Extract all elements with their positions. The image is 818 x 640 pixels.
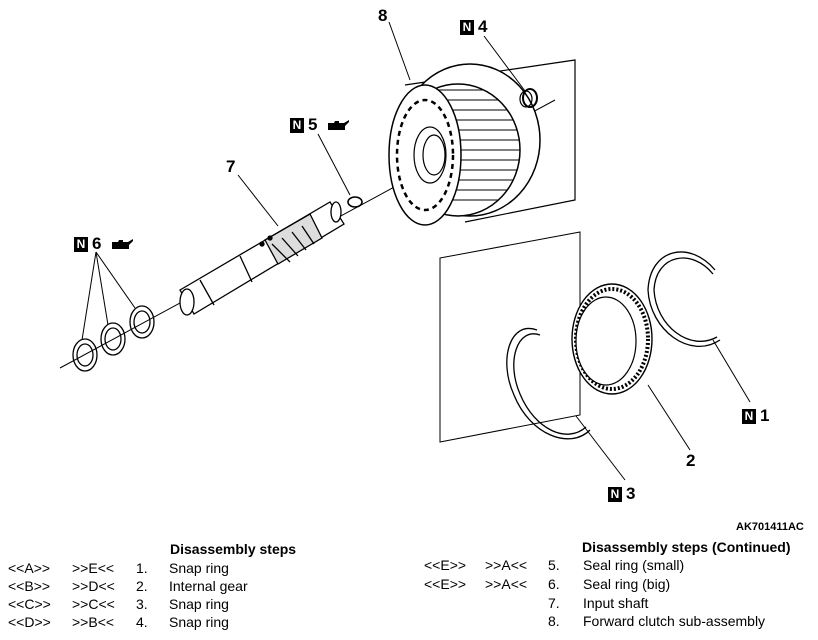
right-steps-title: Disassembly steps (Continued): [582, 539, 791, 555]
callout-7: 7: [226, 157, 236, 176]
internal-gear: [571, 283, 653, 395]
leader-lines: [81, 21, 751, 481]
n-mark-icon: N: [74, 237, 88, 252]
forward-clutch-sub-assembly: [388, 63, 541, 226]
left-steps-title: Disassembly steps: [170, 541, 297, 557]
figure-id: AK701411AC: [736, 521, 804, 533]
n-mark-icon: N: [460, 20, 474, 35]
snap-ring-3: [506, 327, 591, 440]
callout-2: 2: [686, 451, 696, 470]
oil-can-icon: [112, 239, 134, 249]
callout-8: 8: [378, 6, 388, 25]
n-mark-icon: N: [290, 118, 304, 133]
input-shaft: [179, 201, 345, 316]
reference-plane-lower: [439, 231, 581, 443]
exploded-view-diagram: [59, 21, 751, 481]
seal-ring-small: [347, 196, 363, 208]
snap-ring-1: [647, 251, 721, 347]
n-mark-icon: N: [608, 487, 622, 502]
snap-ring-4: [519, 88, 538, 108]
n-mark-icon: N: [742, 409, 756, 424]
seal-rings-big: [72, 305, 155, 372]
oil-can-icon: [328, 120, 350, 130]
